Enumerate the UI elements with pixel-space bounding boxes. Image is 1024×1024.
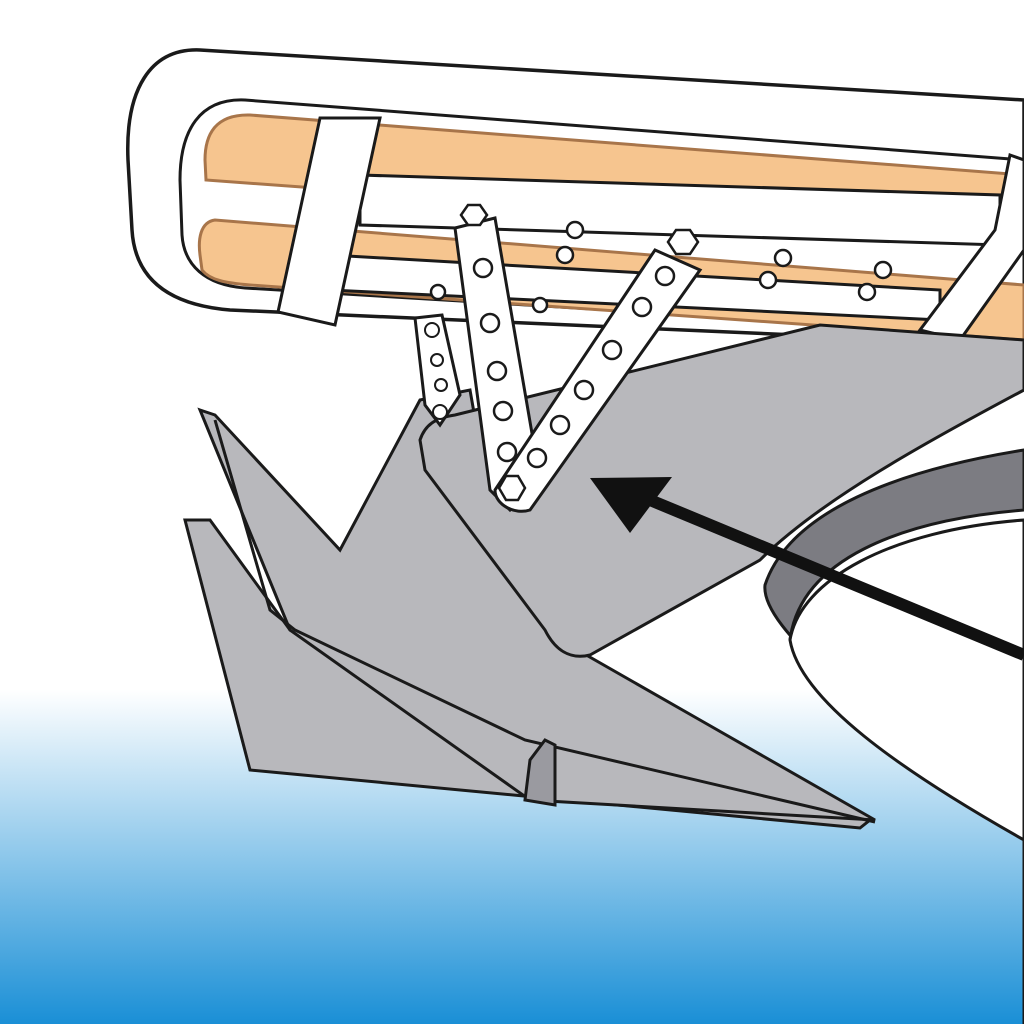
strap-hole — [601, 339, 623, 361]
strap-hole — [654, 265, 676, 287]
bracket-strap-left — [276, 116, 382, 327]
strap-hole — [479, 312, 501, 334]
strap-hole — [631, 296, 653, 318]
strap-diagonal — [493, 228, 703, 513]
arrow-shaft — [647, 494, 1024, 661]
rail-hole — [873, 260, 893, 280]
anchor-keel-ridge — [523, 738, 557, 807]
strap-hole — [486, 360, 508, 382]
rail-hole — [429, 283, 447, 301]
strap-hole — [549, 414, 571, 436]
arrow-head — [590, 477, 672, 533]
rail-hole — [565, 220, 585, 240]
strap-hole — [424, 322, 440, 338]
hex-bolt-top-left — [459, 203, 489, 227]
rail-hole — [857, 282, 877, 302]
anchor-fluke-edge — [213, 419, 876, 824]
strap-diagonal-bar — [493, 248, 703, 513]
rail-hole — [758, 270, 778, 290]
strap-hole — [430, 353, 444, 367]
strap-hole — [573, 379, 595, 401]
strap-hole — [472, 257, 494, 279]
strap-hole — [526, 447, 548, 469]
rail-hole — [531, 296, 549, 314]
strap-hole — [434, 378, 448, 392]
strap-hole — [432, 404, 448, 420]
strap-left-short — [413, 313, 462, 428]
hull-bow — [788, 518, 1024, 842]
strap-center — [453, 203, 542, 513]
rail-holes — [429, 220, 893, 314]
strap-hole — [492, 400, 514, 422]
strap-hole — [496, 441, 518, 463]
rail-hole — [555, 245, 575, 265]
rail-hole — [773, 248, 793, 268]
hex-bolt-top-right — [666, 228, 700, 256]
hex-bolt-bottom — [497, 474, 527, 502]
pointer-arrow — [590, 477, 1024, 661]
strap-left-short-bar — [413, 313, 462, 428]
